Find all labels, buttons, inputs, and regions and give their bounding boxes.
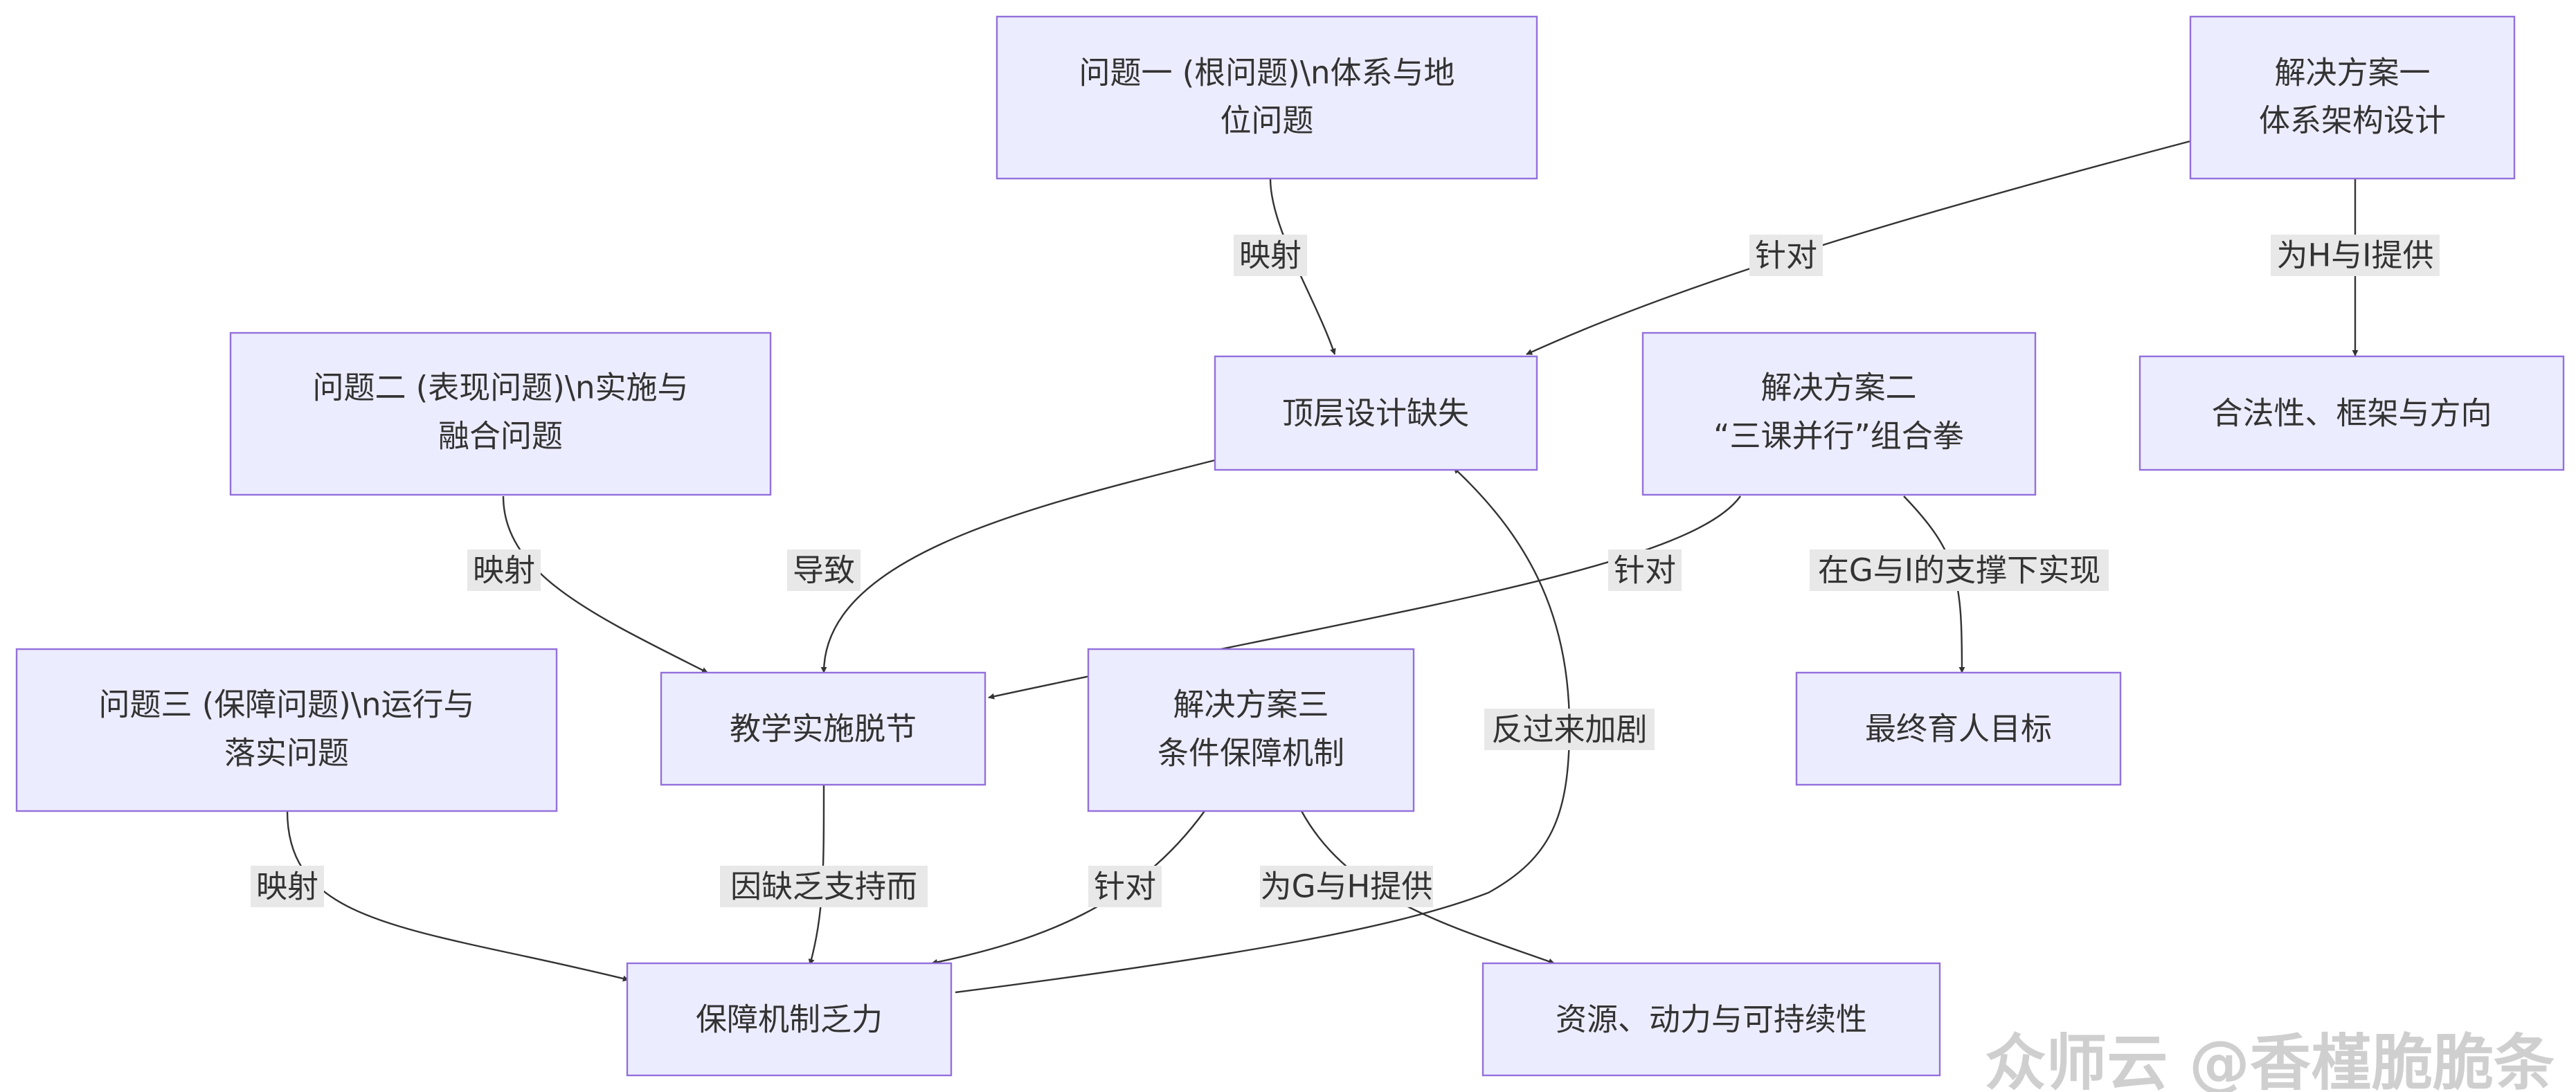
node-problem-two-line-2: 融合问题	[438, 418, 563, 455]
edge-guar-to-top	[955, 467, 1571, 994]
edge-label-e8-text: 反过来加剧	[1491, 711, 1647, 748]
node-resources-motivation-sustainability-text: 资源、动力与可持续性	[1556, 1001, 1867, 1038]
edges-layer	[286, 140, 2359, 994]
node-final-education-goal-text: 最终育人目标	[1865, 711, 2052, 747]
edge-label-e11: 针对	[1088, 866, 1162, 907]
node-problem-three-line-2: 落实问题	[224, 735, 349, 772]
edge-label-e12-text: 为G与H提供	[1261, 868, 1433, 905]
edge-label-e5: 导致	[787, 549, 861, 591]
edge-label-e10: 因缺乏支持而	[720, 866, 928, 907]
edge-label-e5-text: 导致	[793, 552, 855, 589]
edge-label-e6-text: 针对	[1614, 552, 1676, 589]
watermark: 众师云 @香槿脆脆条	[1985, 1028, 2555, 1092]
node-solution-two-line-2: “三课并行”组合拳	[1713, 418, 1964, 455]
edge-labels-layer: 映射 针对 为H与I提供 映射 导致 针对 在G与I的支撑下实现 反过来加剧	[251, 235, 2440, 907]
node-teaching-disconnect[interactable]: 教学实施脱节	[660, 671, 987, 786]
node-solution-three-line-2: 条件保障机制	[1158, 735, 1344, 772]
nodes-layer: 问题一 (根问题)\n体系与地 位问题 解决方案一 体系架构设计 问题二 (表现…	[15, 15, 2565, 1077]
edge-p2-to-teach	[502, 495, 708, 674]
edge-label-e9: 映射	[251, 866, 324, 907]
node-top-design-missing[interactable]: 顶层设计缺失	[1214, 355, 1538, 471]
edge-s1-to-top	[1526, 140, 2191, 356]
node-solution-three-line-1: 解决方案三	[1173, 686, 1328, 723]
node-problem-one-line-2: 位问题	[1220, 102, 1313, 139]
edge-s3-to-guar	[931, 810, 1205, 965]
edge-label-e1: 映射	[1234, 235, 1307, 276]
edge-label-e10-text: 因缺乏支持而	[730, 868, 917, 905]
edge-label-e2-text: 针对	[1755, 237, 1817, 274]
node-solution-three[interactable]: 解决方案三 条件保障机制	[1087, 648, 1415, 812]
node-problem-two[interactable]: 问题二 (表现问题)\n实施与 融合问题	[229, 331, 772, 496]
node-problem-three[interactable]: 问题三 (保障问题)\n运行与 落实问题	[15, 648, 558, 812]
node-problem-one[interactable]: 问题一 (根问题)\n体系与地 位问题	[996, 15, 1538, 180]
node-solution-two[interactable]: 解决方案二 “三课并行”组合拳	[1641, 331, 2037, 496]
node-guarantee-weak-text: 保障机制乏力	[696, 1001, 883, 1038]
edge-label-e1-text: 映射	[1239, 237, 1301, 274]
node-resources-motivation-sustainability[interactable]: 资源、动力与可持续性	[1481, 962, 1941, 1077]
node-guarantee-weak[interactable]: 保障机制乏力	[626, 962, 953, 1077]
edge-label-e7-text: 在G与I的支撑下实现	[1818, 552, 2100, 589]
node-solution-one[interactable]: 解决方案一 体系架构设计	[2189, 15, 2516, 180]
edge-label-e4-text: 映射	[473, 552, 535, 589]
node-problem-three-line-1: 问题三 (保障问题)\n运行与	[98, 686, 474, 723]
edge-top-to-teach	[820, 459, 1216, 673]
edge-label-e4: 映射	[467, 549, 541, 591]
node-solution-one-line-1: 解决方案一	[2274, 55, 2430, 91]
node-final-education-goal[interactable]: 最终育人目标	[1795, 671, 2122, 786]
node-legality-framework-direction[interactable]: 合法性、框架与方向	[2138, 355, 2565, 471]
edge-label-e8: 反过来加剧	[1484, 709, 1655, 750]
node-teaching-disconnect-text: 教学实施脱节	[730, 711, 917, 747]
edge-label-e3-text: 为H与I提供	[2276, 237, 2433, 274]
edge-label-e6: 针对	[1608, 549, 1682, 591]
edge-label-e12: 为G与H提供	[1260, 866, 1433, 907]
node-solution-two-line-1: 解决方案二	[1760, 370, 1916, 406]
edge-label-e2: 针对	[1749, 235, 1823, 276]
edge-label-e7: 在G与I的支撑下实现	[1810, 549, 2109, 591]
node-solution-one-line-2: 体系架构设计	[2259, 102, 2446, 139]
node-top-design-missing-text: 顶层设计缺失	[1282, 395, 1469, 432]
node-problem-one-line-1: 问题一 (根问题)\n体系与地	[1079, 55, 1454, 91]
edge-label-e3: 为H与I提供	[2271, 235, 2440, 276]
edge-p3-to-guar	[286, 810, 629, 982]
node-problem-two-line-1: 问题二 (表现问题)\n实施与	[312, 370, 688, 406]
edge-label-e9-text: 映射	[256, 868, 318, 905]
node-legality-framework-direction-text: 合法性、框架与方向	[2211, 395, 2492, 432]
edge-label-e11-text: 针对	[1094, 868, 1156, 905]
